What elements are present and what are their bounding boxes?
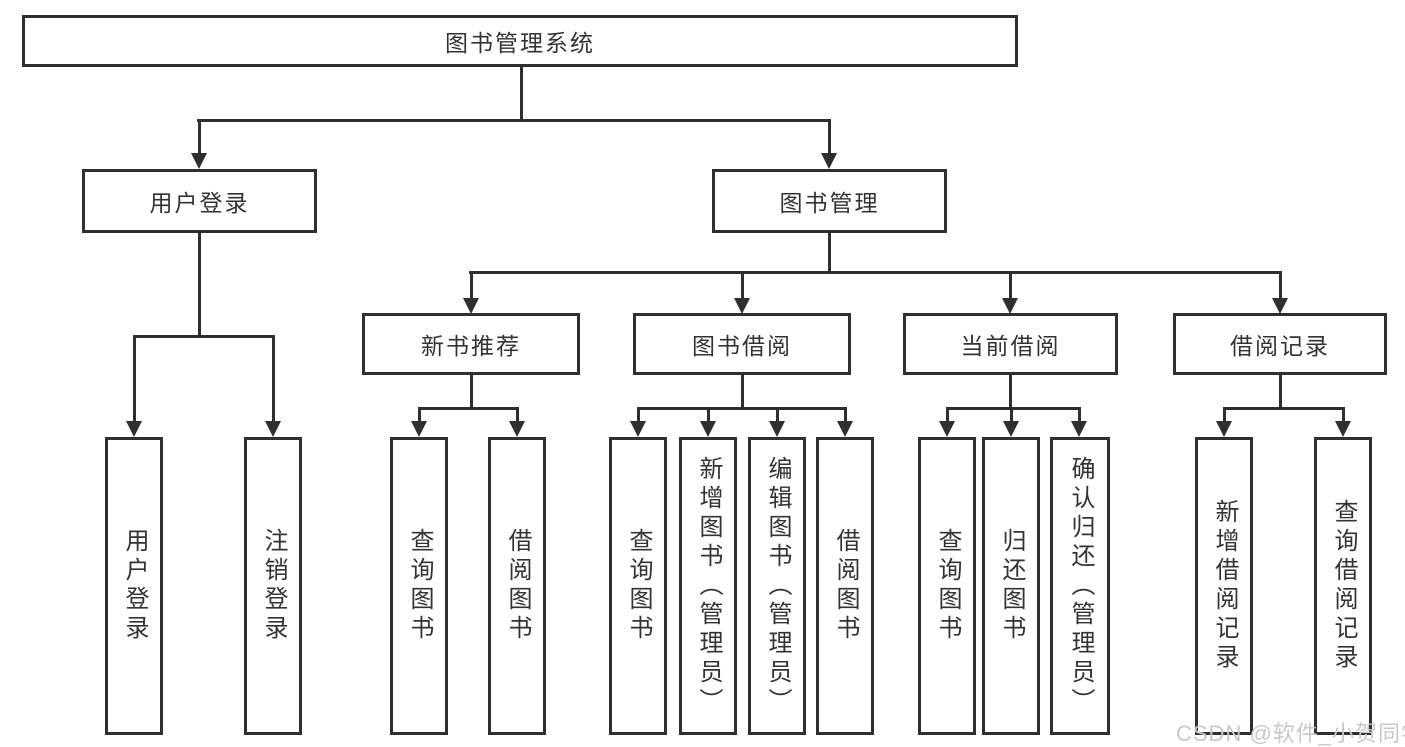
connector-drop-leaf <box>946 407 949 422</box>
leaf-label: 新增图书（管理员） <box>695 455 722 717</box>
arrow-down-icon <box>837 421 853 437</box>
connector-drop-borrowing-records <box>1279 271 1282 299</box>
node-label: 图书管理系统 <box>445 30 595 56</box>
arrow-down-icon <box>821 153 837 169</box>
leaf-label: 查询图书 <box>406 528 433 644</box>
connector-user-login-stem <box>198 233 201 336</box>
connector-root-stem <box>520 67 523 120</box>
node-library-management-system: 图书管理系统 <box>22 15 1018 67</box>
leaf-label: 借阅图书 <box>504 528 531 644</box>
leaf-label: 新增借阅记录 <box>1211 499 1238 673</box>
connector-root-rail <box>197 119 831 122</box>
leaf-borrow-books-borrowing: 借阅图书 <box>816 437 874 735</box>
arrow-down-icon <box>1002 298 1018 314</box>
node-user-login: 用户登录 <box>82 169 317 233</box>
node-label: 当前借阅 <box>960 333 1061 359</box>
connector-drop-leaf <box>707 407 710 422</box>
arrow-down-icon <box>1216 421 1232 437</box>
connector-drop-leaf <box>844 407 847 422</box>
connector-drop-leaf <box>272 335 275 422</box>
connector-drop-leaf <box>133 335 136 422</box>
arrow-down-icon <box>463 298 479 314</box>
connector-current-borrowing-rail <box>946 407 1081 410</box>
leaf-confirm-return-admin: 确认归还（管理员） <box>1050 437 1110 735</box>
arrow-down-icon <box>630 421 646 437</box>
connector-drop-user-login <box>198 119 201 154</box>
arrow-down-icon <box>1272 298 1288 314</box>
arrow-down-icon <box>191 153 207 169</box>
node-book-management: 图书管理 <box>712 169 947 233</box>
connector-drop-leaf <box>776 407 779 422</box>
leaf-label: 确认归还（管理员） <box>1067 455 1094 717</box>
leaf-label: 编辑图书（管理员） <box>764 455 791 717</box>
connector-book-management-stem <box>828 233 831 273</box>
leaf-query-books-recommend: 查询图书 <box>390 437 448 735</box>
connector-current-borrowing-stem <box>1009 375 1012 408</box>
leaf-user-login: 用户登录 <box>105 437 163 735</box>
leaf-return-books: 归还图书 <box>982 437 1040 735</box>
arrow-down-icon <box>265 421 281 437</box>
node-book-borrowing: 图书借阅 <box>633 313 851 375</box>
connector-drop-leaf <box>1223 407 1226 422</box>
node-label: 用户登录 <box>149 190 250 216</box>
node-label: 图书借阅 <box>692 333 792 359</box>
leaf-label: 查询图书 <box>934 528 961 644</box>
node-label: 借阅记录 <box>1230 333 1330 359</box>
leaf-label: 借阅图书 <box>832 528 859 644</box>
arrow-down-icon <box>1071 421 1087 437</box>
connector-drop-leaf <box>516 407 519 422</box>
leaf-query-books-current: 查询图书 <box>918 437 976 735</box>
node-label: 图书管理 <box>779 190 880 216</box>
arrow-down-icon <box>769 421 785 437</box>
connector-drop-leaf <box>1010 407 1013 422</box>
connector-drop-new-book <box>470 271 473 299</box>
node-borrowing-records: 借阅记录 <box>1173 313 1387 375</box>
connector-book-borrowing-stem <box>741 375 744 408</box>
leaf-label: 查询图书 <box>625 528 652 644</box>
leaf-add-books-admin: 新增图书（管理员） <box>679 437 737 735</box>
leaf-label: 归还图书 <box>998 528 1025 644</box>
arrow-down-icon <box>734 298 750 314</box>
leaf-add-borrowing-record: 新增借阅记录 <box>1195 437 1253 735</box>
connector-drop-book-management <box>828 119 831 154</box>
arrow-down-icon <box>939 421 955 437</box>
node-new-book-recommendation: 新书推荐 <box>362 313 580 375</box>
connector-book-borrowing-rail <box>637 407 847 410</box>
arrow-down-icon <box>126 421 142 437</box>
connector-borrowing-records-stem <box>1279 375 1282 408</box>
leaf-query-borrowing-record: 查询借阅记录 <box>1314 437 1372 735</box>
leaf-label: 注销登录 <box>260 528 287 644</box>
connector-drop-leaf <box>637 407 640 422</box>
connector-drop-leaf <box>1342 407 1345 422</box>
leaf-logout: 注销登录 <box>244 437 302 735</box>
arrow-down-icon <box>1335 421 1351 437</box>
arrow-down-icon <box>700 421 716 437</box>
node-label: 新书推荐 <box>421 333 521 359</box>
node-current-borrowing: 当前借阅 <box>903 313 1118 375</box>
connector-book-management-rail <box>469 271 1282 274</box>
connector-drop-book-borrowing <box>741 271 744 299</box>
connector-new-book-stem <box>470 375 473 408</box>
arrow-down-icon <box>411 421 427 437</box>
arrow-down-icon <box>509 421 525 437</box>
leaf-edit-books-admin: 编辑图书（管理员） <box>748 437 806 735</box>
connector-drop-current-borrowing <box>1009 271 1012 299</box>
csdn-watermark: CSDN @软件_小贺同学 <box>1176 721 1405 746</box>
connector-user-login-rail <box>133 335 275 338</box>
leaf-query-books-borrowing: 查询图书 <box>609 437 667 735</box>
connector-borrowing-records-rail <box>1223 407 1345 410</box>
leaf-borrow-books-recommend: 借阅图书 <box>488 437 546 735</box>
leaf-label: 用户登录 <box>121 528 148 644</box>
arrow-down-icon <box>1003 421 1019 437</box>
connector-drop-leaf <box>418 407 421 422</box>
connector-new-book-rail <box>418 407 519 410</box>
leaf-label: 查询借阅记录 <box>1330 499 1357 673</box>
connector-drop-leaf <box>1078 407 1081 422</box>
